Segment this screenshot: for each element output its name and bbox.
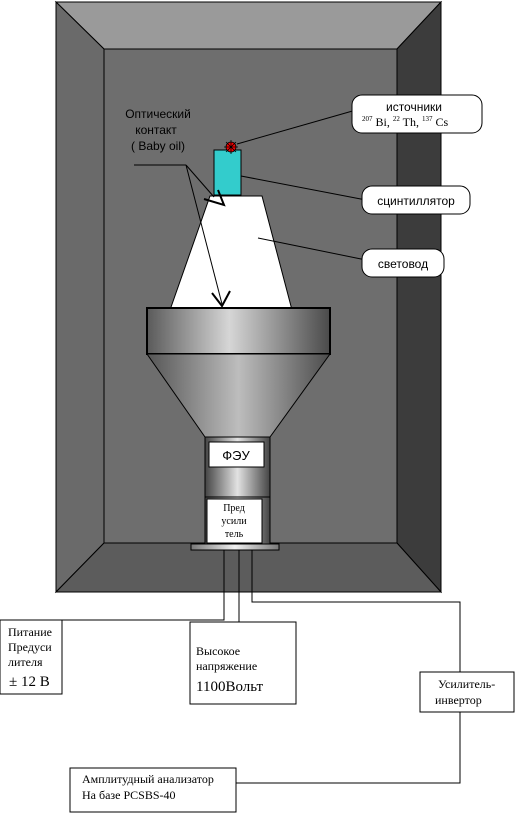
power-line1: Питание (8, 625, 52, 639)
arrowhead-bottom (211, 290, 231, 308)
sources-iso3-symbol: Cs (435, 115, 448, 129)
amp-inv-line2: инвертор (435, 693, 482, 707)
light-guide-label: световод (378, 257, 428, 271)
wiring (0, 550, 461, 784)
optical-contact-callout: Оптический контакт ( Baby oil) (125, 107, 191, 153)
arrowhead-top (203, 189, 226, 207)
amp-inv-line1: Усилитель- (438, 677, 495, 691)
preamp-label-line1: Пред (223, 503, 245, 514)
optical-contact-pointer-bottom (185, 164, 223, 305)
light-guide-pointer (257, 237, 367, 261)
preamp-label-line2: усили (221, 516, 247, 527)
sources-iso3-mass: 137 (422, 115, 433, 123)
pmt-label: ФЭУ (222, 448, 250, 463)
scintillator-callout: сцинтиллятор (361, 185, 471, 215)
wire-signal (251, 550, 461, 672)
sources-iso1-symbol: Bi, (376, 115, 390, 129)
wire-power (0, 550, 225, 621)
wire-to-analyzer (236, 712, 461, 784)
sources-title: источники (386, 100, 442, 114)
hv-line2: напряжение (196, 659, 257, 673)
power-supply-box (0, 619, 63, 695)
source-dot (224, 140, 238, 154)
analyzer-line1: Амплитудный анализатор (82, 772, 214, 786)
top-bevel (54, 1, 443, 50)
base-plate (190, 543, 280, 551)
sources-isotopes: 207 Bi, 22 Th, 137 Cs (362, 110, 448, 129)
sources-iso1-mass: 207 (362, 115, 373, 123)
preamp-box (206, 498, 263, 544)
detector-stack: ФЭУ Пред усили тель (146, 140, 331, 551)
power-line4: ± 12 В (9, 674, 50, 690)
hv-line3: 1100Вольт (196, 679, 264, 695)
optical-contact-pointer-top (185, 164, 215, 198)
optical-contact-line1: Оптический (125, 107, 191, 121)
analyzer-line2: На базе PCSBS-40 (82, 788, 176, 802)
power-line3: лителя (8, 655, 43, 669)
power-line2: Предуси (8, 640, 52, 654)
light-guide-callout: световод (361, 248, 445, 278)
right-bevel (396, 0, 442, 594)
scintillator-label: сцинтиллятор (377, 194, 455, 208)
scintillator-box (361, 185, 471, 215)
sources-iso2-mass: 22 (393, 115, 401, 123)
high-voltage-box (189, 621, 297, 705)
optical-contact-line2: контакт (135, 123, 177, 137)
power-supply-block: Питание Предуси лителя ± 12 В (0, 619, 63, 695)
analyzer-box (69, 767, 237, 813)
preamp-label-line3: тель (225, 529, 244, 540)
optical-contact-line3: ( Baby oil) (131, 139, 185, 153)
amplifier-inverter-box (419, 671, 515, 713)
amplifier-inverter-block: Усилитель- инвертор (419, 671, 515, 713)
hv-line1: Высокое (196, 644, 240, 658)
analyzer-block: Амплитудный анализатор На базе PCSBS-40 (69, 767, 237, 813)
pmt-label-box (208, 441, 265, 468)
pmt-flange (146, 307, 331, 355)
high-voltage-block: Высокое напряжение 1100Вольт (189, 621, 297, 705)
scintillator-pointer (240, 175, 367, 201)
light-guide-box (361, 248, 445, 278)
sources-callout: источники 207 Bi, 22 Th, 137 Cs (351, 94, 483, 134)
sources-box (351, 94, 483, 134)
callout-lines (134, 109, 367, 308)
left-bevel (55, 0, 105, 594)
sources-pointer (236, 109, 357, 145)
scintillator-crystal (213, 149, 242, 196)
sources-iso2-symbol: Th, (403, 115, 419, 129)
